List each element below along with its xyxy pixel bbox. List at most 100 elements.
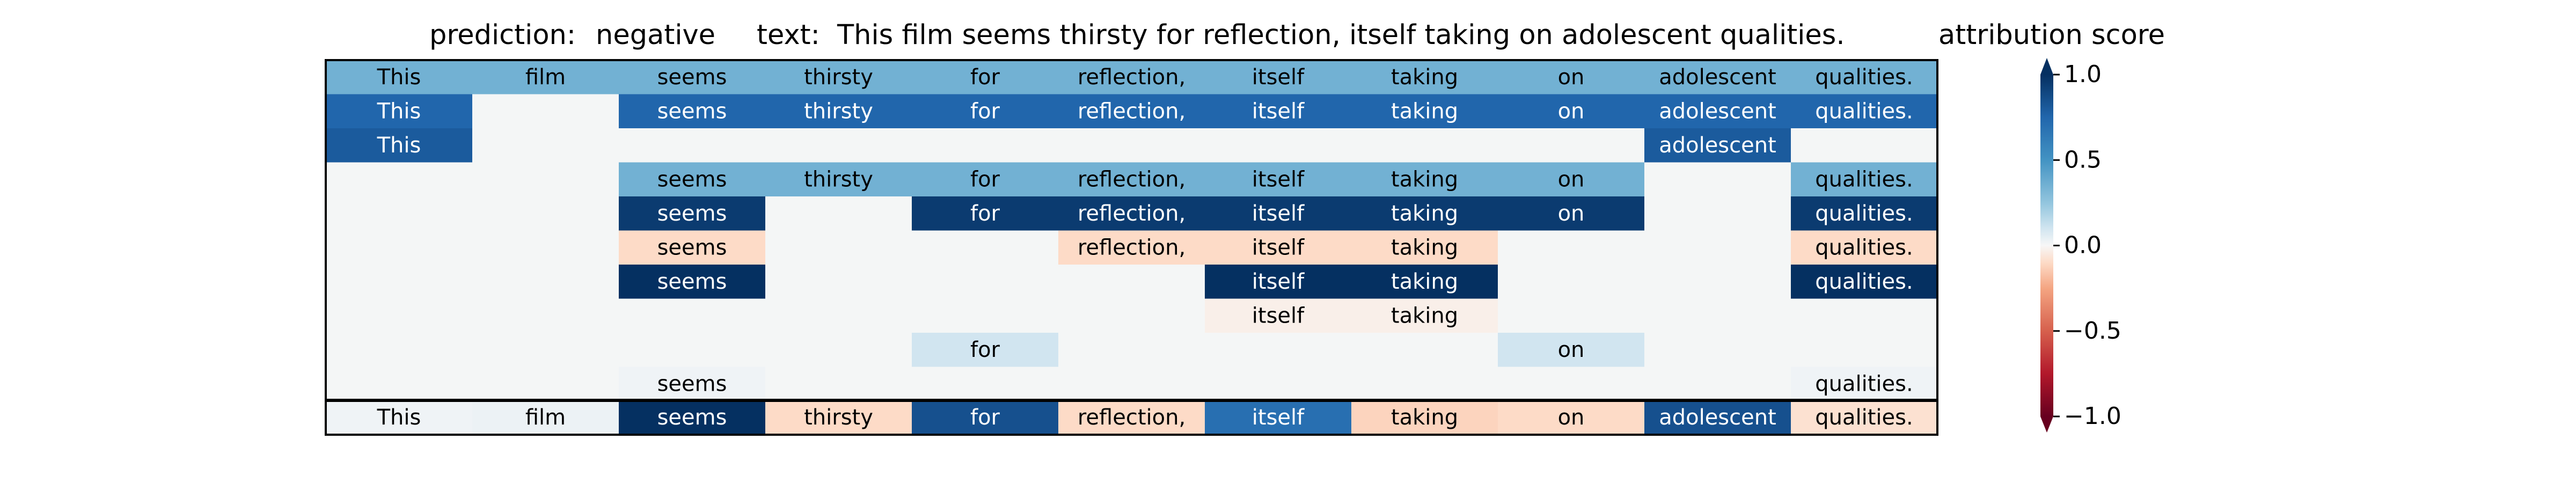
heatmap-cell-r5-c2-label: seems	[657, 235, 727, 260]
heatmap-cell-r9-c3	[765, 367, 912, 401]
heatmap-cell-r4-c2	[619, 196, 766, 231]
summary-cell-c1-label: film	[525, 405, 566, 430]
summary-cell-c5	[1058, 400, 1205, 435]
heatmap-cell-r3-c3-label: thirsty	[804, 167, 873, 192]
heatmap-cell-r4-c5	[1058, 196, 1205, 231]
heatmap-cell-r8-c5	[1058, 333, 1205, 368]
heatmap-cell-r3-c4	[912, 162, 1059, 197]
heatmap-cell-r3-c4-label: for	[970, 167, 1000, 192]
heatmap-cell-r0-c0-label: This	[377, 65, 421, 90]
heatmap-cell-r0-c7-label: taking	[1391, 65, 1458, 90]
heatmap-cell-r0-c9	[1644, 60, 1791, 95]
heatmap-cell-r4-c0	[326, 196, 473, 231]
heatmap-cell-r5-c5-label: reflection,	[1078, 235, 1185, 260]
summary-cell-c4	[912, 400, 1059, 435]
heatmap-cell-r6-c6	[1205, 265, 1352, 299]
heatmap-cell-r7-c7-label: taking	[1391, 303, 1458, 328]
heatmap-cell-r1-c9	[1644, 94, 1791, 129]
heatmap-cell-r9-c2	[619, 367, 766, 401]
heatmap-cell-r7-c9	[1644, 298, 1791, 333]
heatmap-cell-r0-c4-label: for	[970, 65, 1000, 90]
heatmap-cell-r6-c2-label: seems	[657, 269, 727, 294]
heatmap-cell-r0-c2-label: seems	[657, 65, 727, 90]
heatmap-cell-r9-c7	[1351, 367, 1498, 401]
colorbar-tick-label: 0.0	[2064, 232, 2102, 259]
heatmap-cell-r4-c8	[1498, 196, 1645, 231]
summary-cell-c10-label: qualities.	[1815, 405, 1913, 430]
heatmap-cell-r8-c7	[1351, 333, 1498, 368]
heatmap-cell-r3-c7-label: taking	[1391, 167, 1458, 192]
heatmap-cell-r2-c4	[912, 128, 1059, 163]
heatmap-cell-r1-c3	[765, 94, 912, 129]
heatmap-cell-r4-c8-label: on	[1558, 201, 1585, 226]
heatmap-cell-r0-c4	[912, 60, 1059, 95]
heatmap-cell-r4-c10-label: qualities.	[1815, 201, 1913, 226]
heatmap-cell-r0-c7	[1351, 60, 1498, 95]
summary-cell-c0	[326, 400, 473, 435]
heatmap-cell-r6-c10	[1791, 265, 1938, 299]
heatmap-cell-r9-c5	[1058, 367, 1205, 401]
heatmap-cell-r0-c10	[1791, 60, 1938, 95]
heatmap-cell-r3-c5	[1058, 162, 1205, 197]
heatmap-cell-r7-c4	[912, 298, 1059, 333]
heatmap-cell-r3-c8	[1498, 162, 1645, 197]
heatmap-cell-r3-c0	[326, 162, 473, 197]
heatmap-cell-r0-c3-label: thirsty	[804, 65, 873, 90]
heatmap-cell-r7-c7	[1351, 298, 1498, 333]
heatmap-cell-r5-c6	[1205, 230, 1352, 265]
colorbar-tick-label: 0.5	[2064, 146, 2102, 173]
heatmap-cell-r8-c6	[1205, 333, 1352, 368]
heatmap-cell-r3-c9	[1644, 162, 1791, 197]
heatmap-cell-r3-c10-label: qualities.	[1815, 167, 1913, 192]
heatmap-cell-r5-c3	[765, 230, 912, 265]
heatmap-cell-r1-c8	[1498, 94, 1645, 129]
heatmap-cell-r1-c7-label: taking	[1391, 99, 1458, 123]
heatmap-cell-r1-c3-label: thirsty	[804, 99, 873, 123]
heatmap-cell-r2-c2	[619, 128, 766, 163]
heatmap-cell-r0-c1	[472, 60, 619, 95]
heatmap-cell-r9-c10	[1791, 367, 1938, 401]
heatmap-cell-r5-c4	[912, 230, 1059, 265]
heatmap-cell-r1-c4	[912, 94, 1059, 129]
heatmap-cell-r8-c1	[472, 333, 619, 368]
summary-cell-c3	[765, 400, 912, 435]
heatmap-cell-r1-c5-label: reflection,	[1078, 99, 1185, 123]
heatmap-cell-r9-c0	[326, 367, 473, 401]
heatmap-cell-r9-c10-label: qualities.	[1815, 371, 1913, 396]
summary-cell-c7	[1351, 400, 1498, 435]
heatmap-cell-r7-c3	[765, 298, 912, 333]
heatmap-cell-r8-c8-label: on	[1558, 338, 1585, 362]
heatmap-cell-r3-c6-label: itself	[1252, 167, 1305, 192]
heatmap-cell-r2-c6	[1205, 128, 1352, 163]
heatmap-cell-r8-c8	[1498, 333, 1645, 368]
summary-cell-c5-label: reflection,	[1078, 405, 1185, 430]
summary-cell-c6-label: itself	[1252, 405, 1305, 430]
heatmap-cell-r0-c6-label: itself	[1252, 65, 1305, 90]
heatmap-cell-r2-c9	[1644, 128, 1791, 163]
heatmap-cell-r1-c6-label: itself	[1252, 99, 1305, 123]
colorbar-max-extend-arrow	[2040, 58, 2053, 75]
heatmap-cell-r3-c7	[1351, 162, 1498, 197]
heatmap-cell-r5-c9	[1644, 230, 1791, 265]
heatmap-cell-r6-c6-label: itself	[1252, 269, 1305, 294]
heatmap-cell-r4-c2-label: seems	[657, 201, 727, 226]
summary-cell-c9-label: adolescent	[1659, 405, 1776, 430]
summary-cell-c9	[1644, 400, 1791, 435]
heatmap-cell-r4-c4	[912, 196, 1059, 231]
heatmap-cell-r5-c7-label: taking	[1391, 235, 1458, 260]
heatmap-cell-r6-c5	[1058, 265, 1205, 299]
heatmap-cell-r3-c8-label: on	[1558, 167, 1585, 192]
prediction-value: negative	[596, 19, 715, 51]
heatmap-cell-r6-c7-label: taking	[1391, 269, 1458, 294]
heatmap-cell-r0-c9-label: adolescent	[1659, 65, 1776, 90]
heatmap-cell-r5-c6-label: itself	[1252, 235, 1305, 260]
colorbar: 1.00.50.0−0.5−1.0	[2040, 58, 2121, 433]
heatmap-cell-r3-c10	[1791, 162, 1938, 197]
heatmap-cell-r0-c1-label: film	[525, 65, 566, 90]
summary-cell-c1	[472, 400, 619, 435]
heatmap-cell-r6-c10-label: qualities.	[1815, 269, 1913, 294]
heatmap-cell-r6-c8	[1498, 265, 1645, 299]
heatmap-cell-r8-c10	[1791, 333, 1938, 368]
heatmap-cell-r4-c9	[1644, 196, 1791, 231]
